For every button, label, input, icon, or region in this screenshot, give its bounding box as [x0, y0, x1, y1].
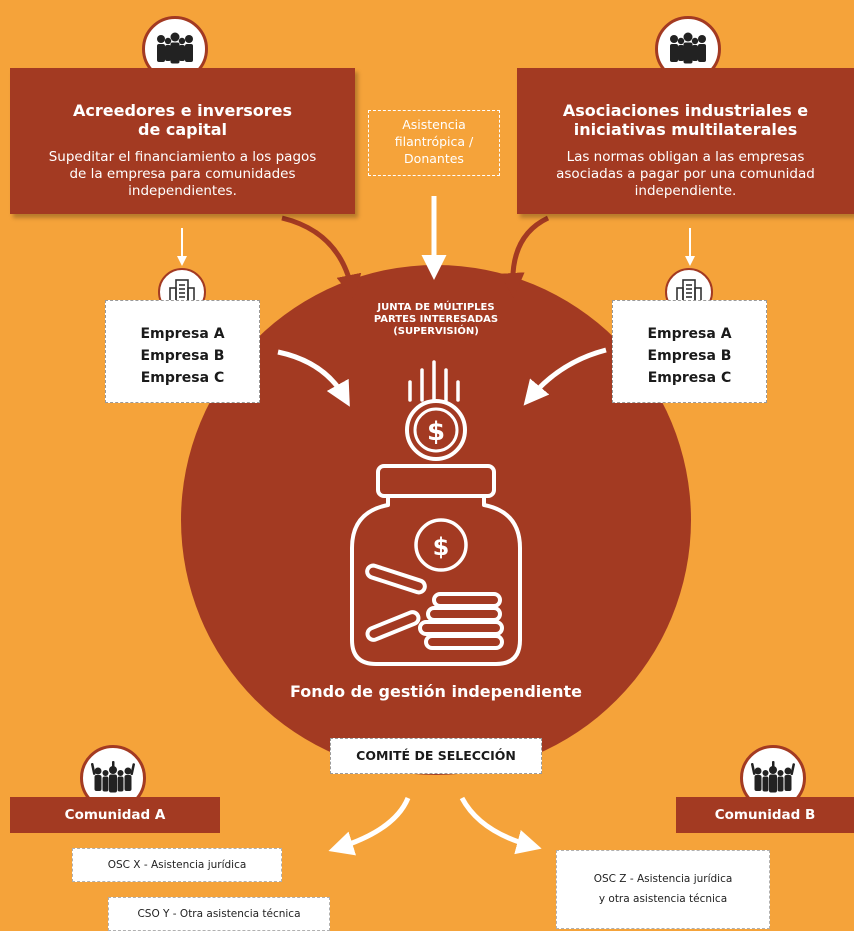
associations-text-line2: asociadas a pagar por una comunidad	[556, 166, 815, 182]
creditors-text-line2: de la empresa para comunidades	[69, 166, 296, 182]
group-icon	[142, 16, 208, 82]
jar-icon: $	[350, 464, 522, 666]
svg-text:$: $	[433, 533, 450, 561]
arrow-to-community-a	[328, 796, 411, 856]
coin-drop-lines	[408, 360, 460, 402]
donors-line1: Asistencia	[402, 117, 466, 132]
osc-z-box: OSC Z - Asistencia jurídica y otra asist…	[556, 850, 770, 929]
donors-line3: Donantes	[404, 151, 464, 166]
arrow-associations-to-fund	[499, 215, 550, 298]
fund-label: Fondo de gestión independiente	[289, 682, 583, 701]
company-label: Empresa A	[647, 326, 732, 342]
associations-title-line2: iniciativas multilaterales	[573, 120, 798, 139]
company-label: Empresa A	[140, 326, 225, 342]
arrow-creditors-to-fund	[281, 215, 362, 300]
company-label: Empresa B	[647, 348, 732, 364]
osc-z-line2: y otra asistencia técnica	[598, 893, 728, 905]
donors-line2: filantrópica /	[394, 134, 474, 149]
creditors-box: Acreedores e inversores de capital Suped…	[10, 68, 355, 214]
arrow-companies-left-to-fund	[277, 349, 350, 407]
companies-right-box: Empresa A Empresa B Empresa C	[612, 300, 767, 403]
community-b-banner: Comunidad B	[676, 797, 854, 833]
company-label: Empresa B	[140, 348, 225, 364]
creditors-title-line2: de capital	[137, 120, 228, 139]
board-line2: PARTES INTERESADAS	[373, 314, 499, 325]
cso-y-box: CSO Y - Otra asistencia técnica	[108, 897, 330, 931]
committee-box: COMITÉ DE SELECCIÓN	[330, 738, 542, 774]
arrow-to-community-b	[459, 796, 542, 855]
creditors-title-line1: Acreedores e inversores	[73, 101, 292, 120]
board-line3: (SUPERVISIÓN)	[393, 326, 479, 337]
associations-box: Asociaciones industriales e iniciativas …	[517, 68, 854, 214]
creditors-text-line1: Supeditar el financiamiento a los pagos	[48, 149, 317, 165]
community-a-banner: Comunidad A	[10, 797, 220, 833]
company-label: Empresa C	[140, 370, 225, 386]
companies-left-box: Empresa A Empresa B Empresa C	[105, 300, 260, 403]
osc-x-box: OSC X - Asistencia jurídica	[72, 848, 282, 882]
creditors-text-line3: independientes.	[128, 183, 237, 199]
coin-icon: $	[405, 399, 467, 461]
arrow-companies-right-to-fund	[523, 347, 607, 406]
svg-text:$: $	[427, 417, 445, 447]
associations-title-line1: Asociaciones industriales e	[562, 101, 809, 120]
associations-text-line3: independiente.	[634, 183, 737, 199]
donors-box: Asistencia filantrópica / Donantes	[368, 110, 500, 176]
board-label: JUNTA DE MÚLTIPLES PARTES INTERESADAS (S…	[336, 302, 536, 338]
osc-z-line1: OSC Z - Asistencia jurídica	[593, 873, 733, 885]
associations-text-line1: Las normas obligan a las empresas	[566, 149, 805, 165]
company-label: Empresa C	[647, 370, 732, 386]
board-line1: JUNTA DE MÚLTIPLES	[377, 302, 495, 313]
